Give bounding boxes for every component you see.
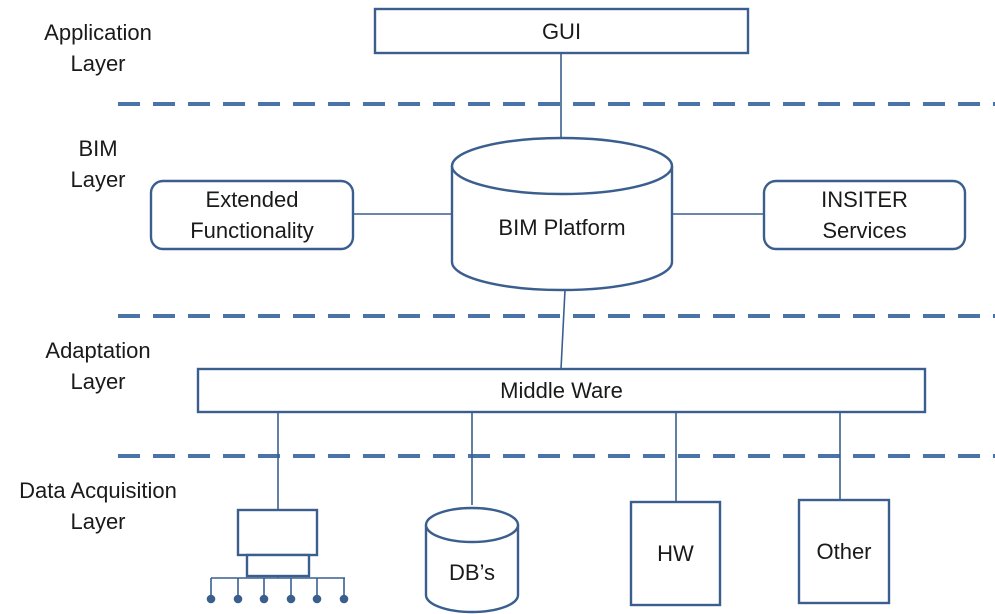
application-layer-label-line2: Layer xyxy=(70,51,126,76)
sensor-dot xyxy=(233,594,243,604)
sensor-dot xyxy=(286,594,296,604)
extended-functionality-box xyxy=(149,179,355,251)
sensor-device-icon xyxy=(236,508,319,578)
bim-platform-label: BIM Platform xyxy=(498,215,626,240)
adaptation-layer-label-line1: Adaptation xyxy=(45,338,151,363)
extended-functionality-label: Extended Functionality xyxy=(151,184,353,246)
insiter-services-label: INSITER Services xyxy=(764,184,965,246)
adaptation-layer-label: Adaptation Layer xyxy=(8,335,188,397)
sensor-dot xyxy=(312,594,322,604)
sensor-dot xyxy=(339,594,349,604)
bim-layer-label-line2: Layer xyxy=(70,167,126,192)
application-layer-label-line1: Application xyxy=(44,20,152,45)
sensor-dot xyxy=(259,594,269,604)
adaptation-layer-label-line2: Layer xyxy=(70,369,126,394)
other-box xyxy=(797,498,891,605)
sensor-dot xyxy=(206,594,216,604)
data-acquisition-layer-label-line1: Data Acquisition xyxy=(19,478,177,503)
insiter-services-line2: Services xyxy=(822,218,907,243)
connector-bim-middleware xyxy=(560,289,566,370)
data-acquisition-layer-label: Data Acquisition Layer xyxy=(0,475,196,537)
dbs-cylinder xyxy=(424,506,520,614)
middle-ware-label: Middle Ware xyxy=(500,378,623,403)
middle-ware-box xyxy=(196,367,927,414)
bim-layer-label: BIM Layer xyxy=(8,133,188,195)
extended-functionality-line1: Extended xyxy=(205,187,299,212)
hw-box xyxy=(629,500,722,607)
extended-functionality-line2: Functionality xyxy=(190,218,314,243)
bim-platform-cylinder xyxy=(450,136,674,292)
insiter-services-box xyxy=(762,179,967,251)
gui-label: GUI xyxy=(541,19,582,44)
bim-layer-label-line1: BIM xyxy=(78,136,118,161)
dbs-label: DB’s xyxy=(448,560,496,585)
application-layer-label: Application Layer xyxy=(8,17,188,79)
gui-box xyxy=(373,7,750,55)
other-label: Other xyxy=(816,539,872,564)
insiter-services-line1: INSITER xyxy=(821,187,908,212)
hw-label: HW xyxy=(657,541,694,566)
data-acquisition-layer-label-line2: Layer xyxy=(70,509,126,534)
sensor-bus xyxy=(206,576,349,604)
